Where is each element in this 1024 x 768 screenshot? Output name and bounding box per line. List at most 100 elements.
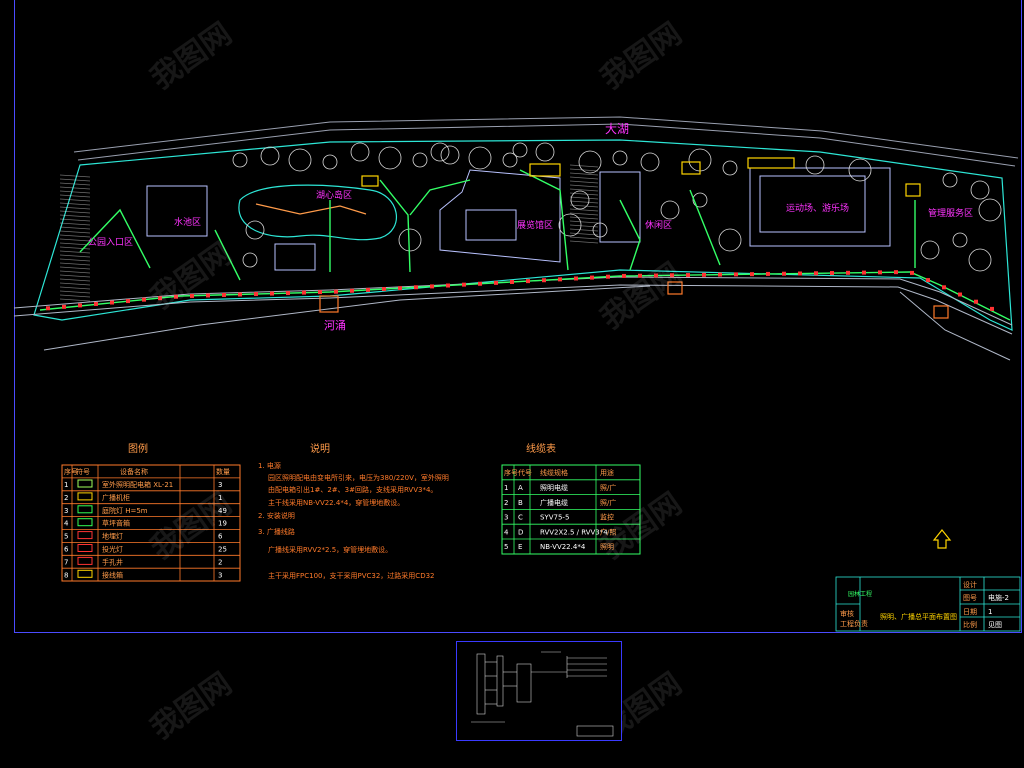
lamp-icon — [702, 272, 706, 277]
tb-value-1: 1 — [988, 608, 992, 616]
legend-name: 广播机柜 — [102, 493, 130, 502]
tree-icon — [468, 146, 492, 170]
cable-spec: 照明电缆 — [540, 483, 568, 492]
legend-name: 接线箱 — [102, 570, 123, 579]
tree-icon — [612, 150, 628, 166]
cable-header: 线缆规格 — [540, 468, 568, 477]
tree-icon — [722, 160, 738, 176]
cable-header: 用途 — [600, 468, 614, 477]
lamp-icon — [270, 291, 274, 296]
legend-qty: 19 — [218, 520, 227, 528]
watermark-logo: 我图网 — [595, 256, 689, 336]
watermark-logo: 我图网 — [595, 16, 689, 96]
lamp-icon — [62, 304, 66, 309]
zone-gate-label: 管理服务区 — [928, 207, 973, 219]
lamp-icon — [302, 290, 306, 295]
drawing-title: 照明、广播总平面布置图 — [880, 612, 957, 621]
tree-icon — [570, 190, 590, 210]
cable-no: 1 — [504, 484, 508, 492]
lamp-icon — [462, 282, 466, 287]
legend-qty: 6 — [218, 533, 223, 541]
cable-no: 4 — [504, 528, 509, 536]
zone-rest-label: 休闲区 — [645, 219, 672, 231]
lamp-icon — [846, 270, 850, 275]
legend-no: 2 — [64, 494, 68, 502]
legend-header: 符号 — [76, 467, 90, 476]
lamp-icon — [558, 277, 562, 282]
legend-no: 7 — [64, 558, 68, 566]
lamp-icon — [174, 294, 178, 299]
note-line: 3. 广播线路 — [258, 527, 295, 536]
title-block — [835, 576, 1021, 632]
watermark-logo: 我图网 — [145, 16, 239, 96]
legend-qty: 1 — [218, 494, 222, 502]
lamp-icon — [590, 275, 594, 280]
legend-no: 5 — [64, 533, 68, 541]
notes: 说明 1. 电源园区照明配电由变电所引来，电压为380/220V，室外照明由配电… — [258, 442, 449, 580]
lamp-icon — [894, 270, 898, 275]
legend-no: 8 — [64, 571, 68, 579]
lamp-icon — [974, 299, 978, 304]
legend-symbol-icon — [77, 492, 93, 501]
lamp-icon — [942, 285, 946, 290]
note-line: 广播线采用RVV2*2.5，穿管埋地敷设。 — [268, 545, 392, 554]
zone-pond-label: 水池区 — [174, 216, 201, 228]
cable-use: 照/广 — [600, 483, 616, 492]
cable-code: A — [518, 484, 523, 492]
lamp-icon — [350, 288, 354, 293]
cable-spec: SYV75-5 — [540, 514, 569, 522]
north-arrow-icon — [932, 529, 952, 549]
tree-icon — [952, 232, 968, 248]
lamp-icon — [878, 270, 882, 275]
tree-icon — [322, 154, 338, 170]
legend-header: 设备名称 — [120, 467, 148, 476]
tree-icon — [245, 220, 265, 240]
legend-name: 手孔井 — [102, 557, 123, 566]
lamp-icon — [478, 281, 482, 286]
cable-no: 2 — [504, 499, 508, 507]
lamp-icon — [238, 292, 242, 297]
lamp-icon — [78, 303, 82, 308]
lamp-icon — [782, 271, 786, 276]
legend-no: 1 — [64, 481, 68, 489]
lamp-icon — [574, 276, 578, 281]
lamp-icon — [958, 292, 962, 297]
cable-table-title: 线缆表 — [526, 442, 556, 455]
park-boundary — [33, 139, 1013, 331]
lamp-icon — [222, 292, 226, 297]
tree-icon — [920, 240, 940, 260]
title-lead: 工程负责 — [840, 619, 868, 628]
manholes — [319, 281, 949, 319]
lamp-icon — [446, 283, 450, 288]
lamp-icon — [430, 284, 434, 289]
cable-code: C — [518, 514, 523, 522]
watermark-logo: 我图网 — [145, 666, 239, 746]
legend-name: 庭院灯 H=5m — [102, 506, 148, 515]
cable-no: 5 — [504, 543, 508, 551]
tree-icon — [558, 213, 582, 237]
tb-field-1: 图号 — [963, 594, 977, 602]
lake-label: 大湖 — [605, 121, 629, 136]
tree-icon — [288, 148, 312, 172]
note-line: 主干线采用NB-VV22.4*4，穿管埋地敷设。 — [268, 498, 404, 507]
cable-use: 照明 — [600, 543, 614, 551]
circuit-lines — [39, 169, 1011, 321]
legend-qty: 3 — [218, 571, 222, 579]
cable-use: 监控 — [600, 513, 614, 522]
lamp-icon — [654, 273, 658, 278]
river-label: 河涌 — [324, 319, 346, 332]
lamp-icon — [366, 287, 370, 292]
lamp-icon — [910, 270, 914, 275]
tb-value-0: 电施-2 — [988, 593, 1009, 602]
watermark-logo: 我图网 — [145, 236, 239, 316]
tb-field-0: 设计 — [963, 580, 977, 589]
lamp-icon — [94, 301, 98, 306]
cable-code: E — [518, 543, 522, 551]
tree-icon — [398, 228, 422, 252]
cable-use: 照/广 — [600, 498, 616, 507]
note-line: 1. 电源 — [258, 461, 281, 470]
legend-symbol-icon — [77, 544, 93, 552]
light-fixtures — [46, 270, 994, 311]
tree-icon — [578, 150, 602, 174]
